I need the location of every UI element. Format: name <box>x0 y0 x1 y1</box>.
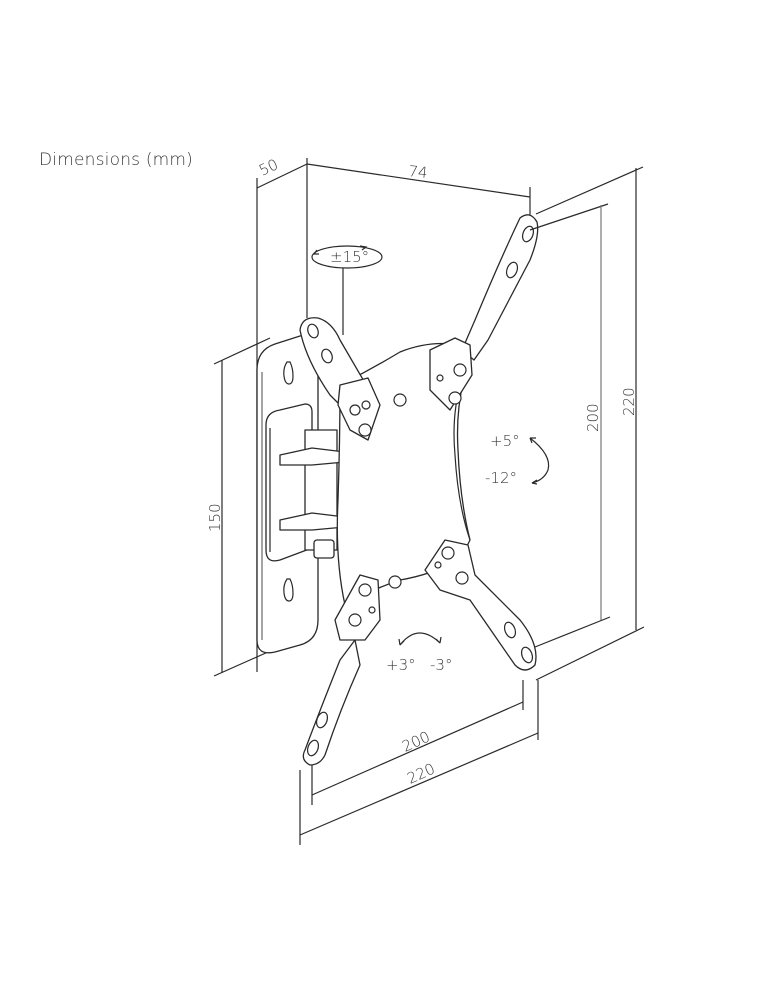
label-depth-50: 50 <box>256 155 281 179</box>
dimension-vesa-vertical <box>529 166 645 681</box>
label-depth-74: 74 <box>408 162 429 182</box>
label-wall-plate-150: 150 <box>206 503 224 532</box>
dimension-wall-plate-150 <box>213 337 271 677</box>
arm-top-right <box>393 214 539 411</box>
arm-top-left <box>299 317 381 441</box>
label-rotate-left: +3° <box>386 656 416 674</box>
label-vesa-vertical-outer: 220 <box>620 387 638 416</box>
label-vesa-horizontal-inner: 200 <box>399 728 432 756</box>
wall-plate <box>256 334 346 654</box>
label-swivel: ±15° <box>330 248 369 266</box>
tilt-indicator <box>529 437 550 485</box>
dimension-depth-74 <box>306 163 531 215</box>
label-vesa-horizontal-outer: 220 <box>404 760 437 788</box>
label-vesa-vertical-inner: 200 <box>584 403 602 432</box>
rotation-indicator <box>398 632 442 646</box>
label-tilt-down: -12° <box>485 469 517 487</box>
keyhole-bottom-icon <box>283 578 294 602</box>
label-tilt-up: +5° <box>490 432 520 450</box>
dimension-vesa-horizontal <box>299 680 539 845</box>
label-rotate-right: -3° <box>430 656 452 674</box>
arm-bottom-right <box>424 539 537 671</box>
diagram-title: Dimensions (mm) <box>39 150 194 170</box>
keyhole-top-icon <box>283 361 294 385</box>
arm-bottom-left <box>302 574 402 766</box>
swivel-indicator <box>311 245 383 335</box>
